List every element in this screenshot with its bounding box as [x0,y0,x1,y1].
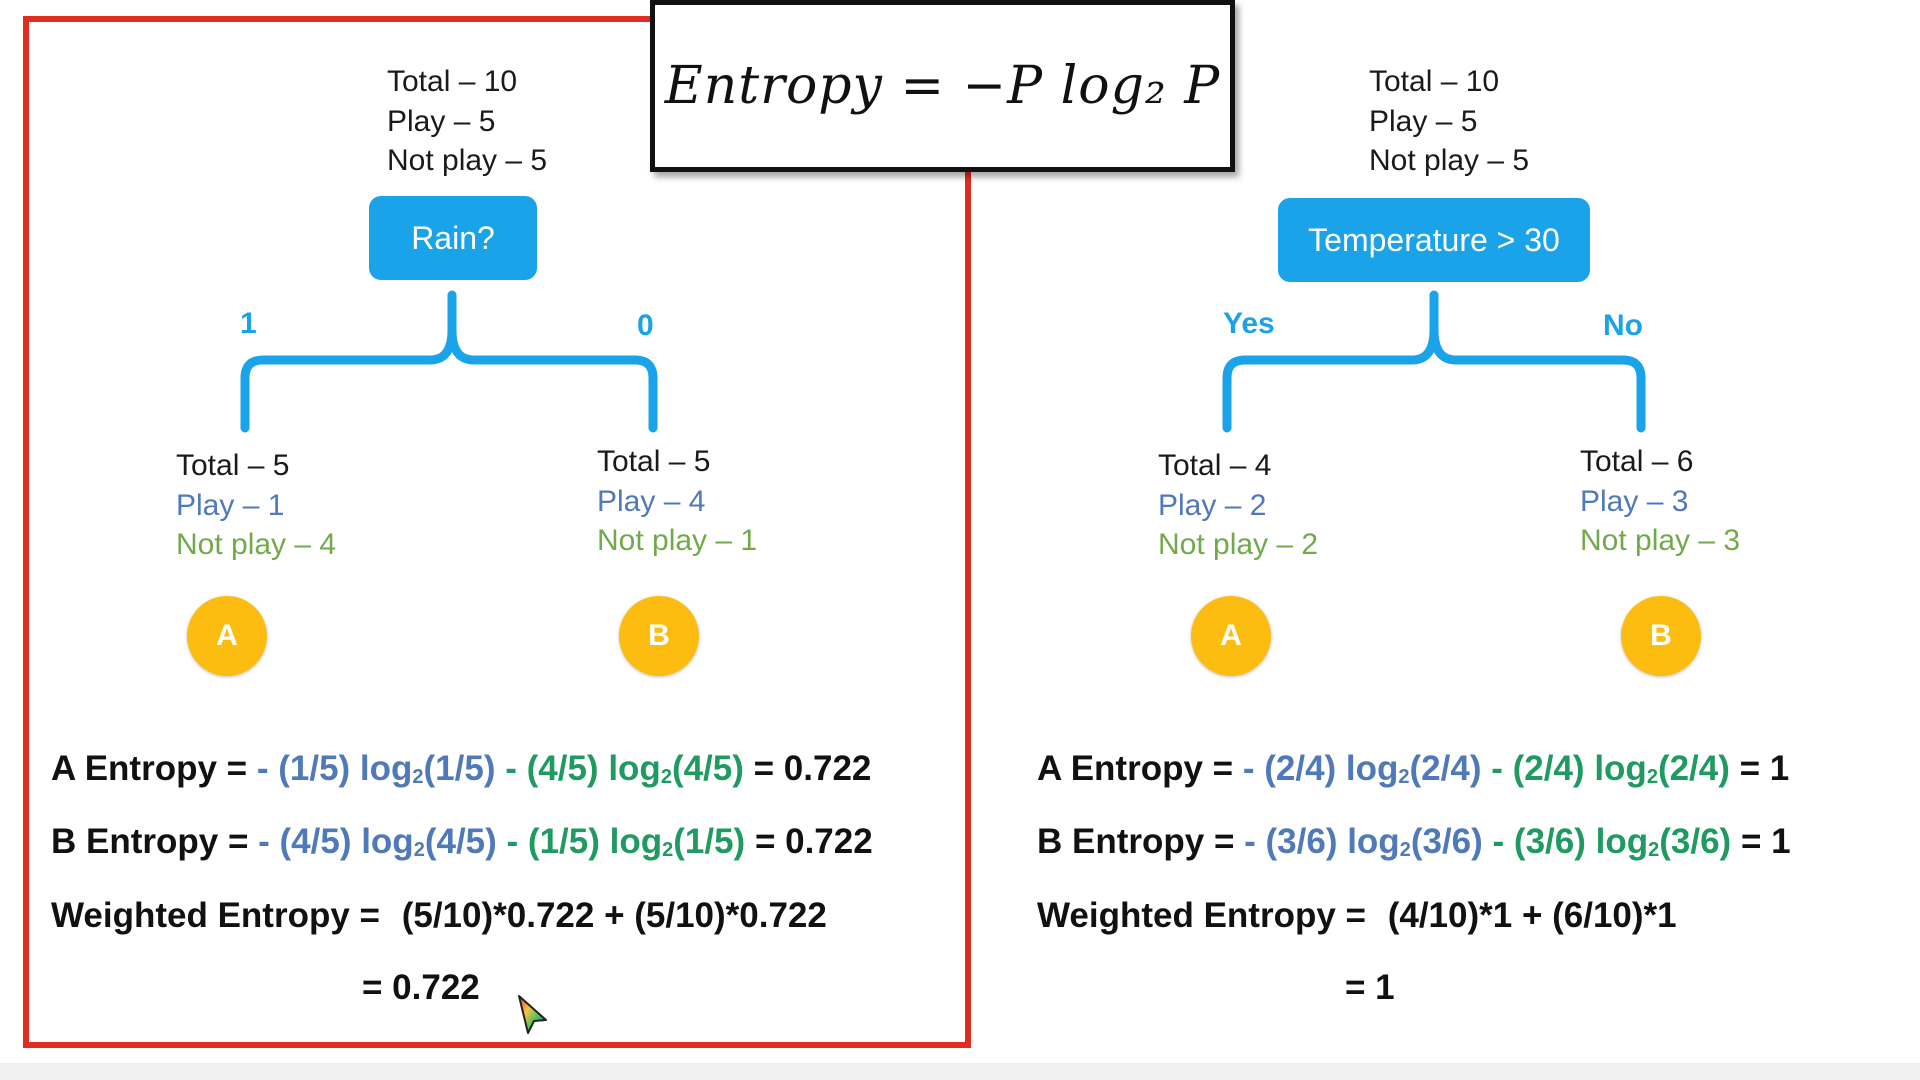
right-weighted-result: = 1 [1345,968,1395,1007]
bottom-strip [0,1063,1920,1080]
left-leaf-b-play: Play – 4 [597,485,706,518]
right-branch-label-yes: Yes [1223,307,1275,340]
right-circle-a: A [1191,596,1271,676]
left-b-sep: - [506,822,519,861]
left-weighted-prefix: Weighted Entropy = [51,896,380,935]
left-root-not-play: Not play – 5 [387,144,548,177]
right-weighted-expr: (4/10)*1 + (6/10)*1 [1387,896,1677,935]
right-b-prefix: B Entropy = [1037,822,1235,861]
right-root-play: Play – 5 [1369,105,1478,138]
rain-node: Rain? [369,196,537,280]
right-a-entropy-formula: A Entropy = - (2/4) log2(2/4) - (2/4) lo… [1037,747,1789,799]
left-circle-a: A [187,596,267,676]
left-b-result: = 0.722 [754,822,873,861]
right-b-term2: (3/6) log2(3/6) [1513,822,1732,861]
left-leaf-b-total: Total – 5 [597,445,711,478]
right-weighted-prefix: Weighted Entropy = [1037,896,1366,935]
temperature-node: Temperature > 30 [1278,198,1590,282]
left-leaf-b-not-play: Not play – 1 [597,524,758,557]
right-a-term1: (2/4) log2(2/4) [1264,749,1482,788]
right-a-neg: - [1242,749,1255,788]
cursor-icon [518,995,547,1034]
left-b-term1: (4/5) log2(4/5) [279,822,497,861]
right-b-entropy-formula: B Entropy = - (3/6) log2(3/6) - (3/6) lo… [1037,820,1791,872]
left-root-total: Total – 10 [387,65,518,98]
right-root-not-play: Not play – 5 [1369,144,1530,177]
left-weighted-expr: (5/10)*0.722 + (5/10)*0.722 [401,896,827,935]
entropy-formula: Entropy = −P log₂ P [664,56,1221,116]
entropy-formula-box: Entropy = −P log₂ P [650,0,1235,172]
right-a-term2: (2/4) log2(2/4) [1512,749,1730,788]
right-leaf-a-play: Play – 2 [1158,489,1267,522]
left-branch-label-0: 0 [637,309,654,342]
right-b-result: = 1 [1740,822,1791,861]
right-tree-bracket [1222,290,1646,433]
left-a-result: = 0.722 [753,749,872,788]
left-circle-b: B [619,596,699,676]
left-a-sep: - [505,749,517,788]
left-root-play: Play – 5 [387,105,496,138]
left-a-entropy-formula: A Entropy = - (1/5) log2(1/5) - (4/5) lo… [51,747,871,799]
right-root-total: Total – 10 [1369,65,1500,98]
left-b-prefix: B Entropy = [51,822,249,861]
left-a-prefix: A Entropy = [51,749,248,788]
right-a-result: = 1 [1739,749,1790,788]
highlight-frame [23,16,971,1048]
right-leaf-a-total: Total – 4 [1158,449,1272,482]
left-a-term1: (1/5) log2(1/5) [278,749,496,788]
right-weighted-entropy: Weighted Entropy = (4/10)*1 + (6/10)*1 [1037,894,1677,938]
right-a-prefix: A Entropy = [1037,749,1234,788]
left-tree-bracket [240,290,658,433]
left-a-term2: (4/5) log2(4/5) [526,749,744,788]
right-leaf-b-play: Play – 3 [1580,485,1689,518]
left-b-term2: (1/5) log2(1/5) [527,822,746,861]
left-leaf-a-play: Play – 1 [176,489,285,522]
right-b-term1: (3/6) log2(3/6) [1265,822,1483,861]
right-leaf-b-not-play: Not play – 3 [1580,524,1741,557]
left-leaf-a-total: Total – 5 [176,449,290,482]
left-weighted-entropy: Weighted Entropy = (5/10)*0.722 + (5/10)… [51,894,827,938]
left-a-neg: - [256,749,269,788]
left-b-entropy-formula: B Entropy = - (4/5) log2(4/5) - (1/5) lo… [51,820,873,872]
right-circle-b: B [1621,596,1701,676]
right-b-sep: - [1492,822,1505,861]
right-b-neg: - [1244,822,1256,861]
left-branch-label-1: 1 [240,307,257,340]
right-leaf-b-total: Total – 6 [1580,445,1694,478]
right-a-sep: - [1491,749,1503,788]
right-branch-label-no: No [1603,309,1643,342]
right-leaf-a-not-play: Not play – 2 [1158,528,1319,561]
left-b-neg: - [258,822,270,861]
left-leaf-a-not-play: Not play – 4 [176,528,337,561]
left-weighted-result: = 0.722 [362,968,480,1007]
